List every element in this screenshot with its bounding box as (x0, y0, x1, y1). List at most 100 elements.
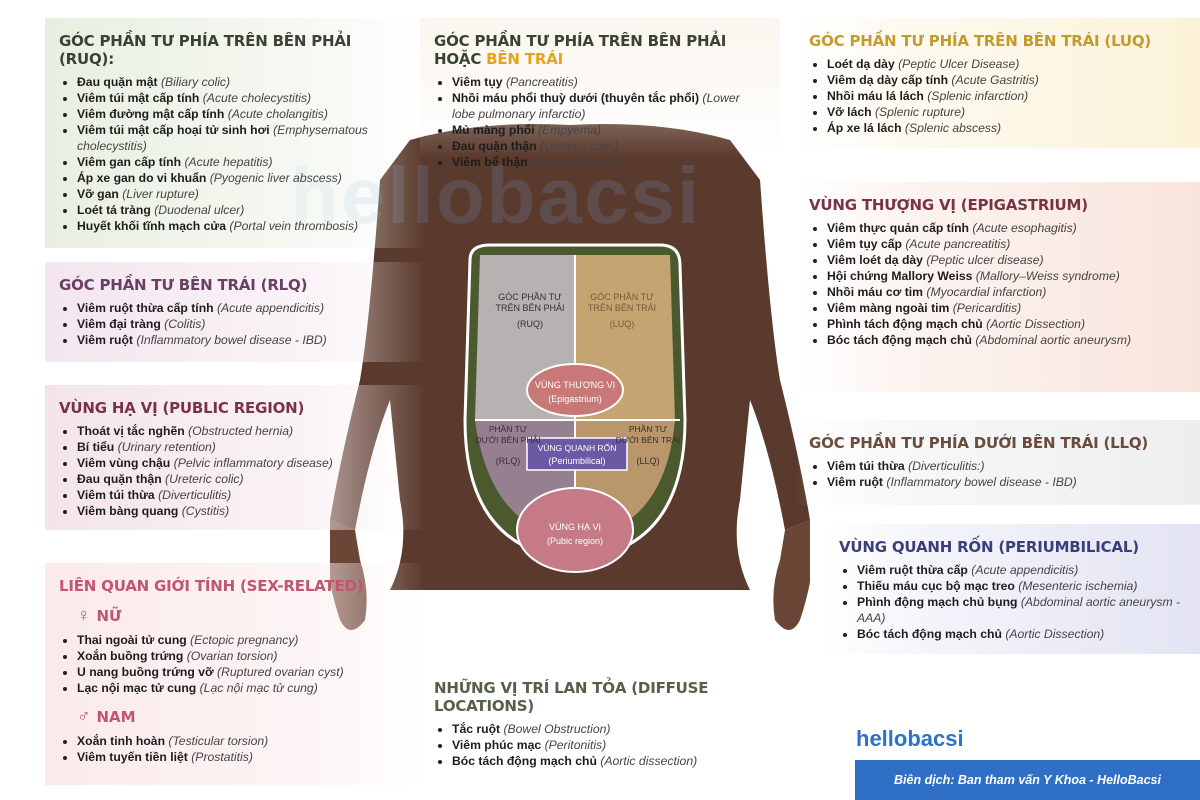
condition-name-vi: Viêm ruột thừa cấp tính (77, 301, 214, 315)
center-title-main: GÓC PHẦN TƯ PHÍA TRÊN BÊN PHẢI HOẶC (434, 32, 727, 68)
condition-name-vi: Bóc tách động mạch chủ (857, 627, 1002, 641)
condition-name-en: (Aortic dissection) (600, 754, 698, 768)
llq-label-2: DƯỚI BÊN TRÁI (616, 435, 680, 445)
condition-name-vi: Vỡ gan (77, 187, 119, 201)
condition-item: Viêm túi mật cấp hoại tử sinh hơi (Emphy… (77, 122, 411, 154)
condition-name-vi: Viêm gan cấp tính (77, 155, 182, 169)
condition-item: Thoát vị tắc nghẽn (Obstructed hernia) (77, 423, 411, 439)
female-label: NỮ (96, 606, 122, 625)
condition-name-en: (Cystitis) (181, 504, 230, 518)
condition-name-en: (Prostatitis) (191, 750, 253, 764)
llq-list: Viêm túi thừa (Diverticulitis:)Viêm ruột… (809, 458, 1186, 490)
condition-name-vi: Thoát vị tắc nghẽn (77, 424, 185, 438)
condition-name-vi: Đau quặn thận (77, 472, 162, 486)
female-icon: ♀ (77, 605, 91, 625)
epi-title: VÙNG THƯỢNG VỊ (EPIGASTRIUM) (809, 196, 1088, 214)
condition-item: Đau quặn thận (Ureteric colic) (77, 471, 411, 487)
condition-name-vi: Viêm túi thừa (77, 488, 155, 502)
condition-item: Bóc tách động mạch chủ (Aortic dissectio… (452, 753, 766, 769)
condition-name-en: (Inflammatory bowel disease - IBD) (136, 333, 327, 347)
peri-abbr: (Periumbilical) (548, 456, 605, 466)
condition-name-vi: Hội chứng Mallory Weiss (827, 269, 973, 283)
condition-name-vi: Viêm thực quản cấp tính (827, 221, 970, 235)
condition-item: Xoắn buồng trứng (Ovarian torsion) (77, 648, 411, 664)
condition-name-en: (Aortic Dissection) (1005, 627, 1105, 641)
condition-name-en: (Lower lobe pulmonary infarctio) (452, 91, 740, 121)
condition-name-en: (Diverticulitis) (158, 488, 232, 502)
condition-item: Xoắn tinh hoàn (Testicular torsion) (77, 733, 411, 749)
condition-name-vi: Thai ngoài tử cung (77, 633, 187, 647)
condition-name-vi: Thiếu máu cục bộ mạc treo (857, 579, 1015, 593)
pubic-title: VÙNG HẠ VỊ (PUBLIC REGION) (59, 399, 305, 417)
condition-name-vi: Phình tách động mạch chủ (827, 317, 983, 331)
rlq-label-1: PHẦN TƯ (489, 424, 527, 434)
condition-name-vi: Viêm vùng chậu (77, 456, 171, 470)
condition-name-en: (Portal vein thrombosis) (229, 219, 359, 233)
male-label: NAM (96, 707, 136, 726)
male-heading: ♂ NAM (77, 706, 411, 727)
condition-name-vi: Mủ màng phổi (452, 123, 535, 137)
condition-name-vi: Viêm bàng quang (77, 504, 179, 518)
condition-name-en: (Acute esophagitis) (972, 221, 1077, 235)
condition-name-en: (Splenic abscess) (904, 121, 1002, 135)
condition-name-en: (Diverticulitis:) (908, 459, 985, 473)
peri-label: VÙNG QUANH RỐN (538, 442, 617, 453)
condition-item: Đau quặn thận (Ureteric colic) (452, 138, 766, 154)
condition-item: Thiếu máu cục bộ mạc treo (Mesenteric is… (857, 578, 1186, 594)
condition-name-en: (Ureteric colic) (165, 472, 244, 486)
luq-title: GÓC PHẦN TƯ PHÍA TRÊN BÊN TRÁI (LUQ) (809, 32, 1152, 50)
condition-name-vi: Viêm loét dạ dày (827, 253, 923, 267)
condition-item: Phình động mạch chủ bụng (Abdominal aort… (857, 594, 1186, 626)
left-hand (773, 520, 810, 630)
llq-abbr: (LLQ) (636, 456, 659, 466)
condition-name-vi: Vỡ lách (827, 105, 872, 119)
condition-name-vi: Bí tiểu (77, 440, 115, 454)
hellobacsi-logo[interactable]: hellobacsi (856, 726, 964, 752)
diffuse-panel: NHỮNG VỊ TRÍ LAN TỎA (DIFFUSE LOCATIONS)… (420, 665, 780, 768)
center-title-accent: BÊN TRÁI (486, 50, 563, 68)
condition-name-en: (Acute pancreatitis) (905, 237, 1011, 251)
condition-name-en: (Ovarian torsion) (186, 649, 278, 663)
condition-item: Nhồi máu phổi thuỳ dưới (thuyên tắc phổi… (452, 90, 766, 122)
condition-item: Bóc tách động mạch chủ (Aortic Dissectio… (857, 626, 1186, 642)
condition-name-vi: Viêm phúc mạc (452, 738, 542, 752)
abdomen-figure: GÓC PHẦN TƯ TRÊN BÊN PHẢI (RUQ) GÓC PHẦN… (330, 124, 810, 630)
condition-name-en: (Mallory–Weiss syndrome) (975, 269, 1120, 283)
condition-item: Viêm tụy (Pancreatitis) (452, 74, 766, 90)
condition-name-vi: Viêm ruột (77, 333, 133, 347)
female-list: Thai ngoài tử cung (Ectopic pregnancy)Xo… (59, 632, 411, 696)
condition-name-en: (Acute cholecystitis) (202, 91, 312, 105)
condition-name-vi: U nang buồng trứng vỡ (77, 665, 214, 679)
diffuse-list: Tắc ruột (Bowel Obstruction)Viêm phúc mạ… (434, 721, 766, 769)
condition-name-en: (Peptic ulcer disease) (926, 253, 1044, 267)
condition-item: Tắc ruột (Bowel Obstruction) (452, 721, 766, 737)
condition-item: Viêm ruột thừa cấp tính (Acute appendici… (77, 300, 411, 316)
luq-list: Loét dạ dày (Peptic Ulcer Disease)Viêm d… (809, 56, 1186, 136)
condition-name-vi: Viêm túi mật cấp tính (77, 91, 200, 105)
center-title: GÓC PHẦN TƯ PHÍA TRÊN BÊN PHẢI HOẶC BÊN … (434, 32, 766, 68)
diffuse-title: NHỮNG VỊ TRÍ LAN TỎA (DIFFUSE LOCATIONS) (434, 679, 709, 715)
condition-name-en: (Bowel Obstruction) (503, 722, 611, 736)
condition-name-vi: Viêm túi thừa (827, 459, 905, 473)
luq-label-2: TRÊN BÊN TRÁI (588, 303, 656, 313)
pubic-abbr: (Pubic region) (547, 536, 603, 546)
condition-item: Hội chứng Mallory Weiss (Mallory–Weiss s… (827, 268, 1186, 284)
pubic-panel: VÙNG HẠ VỊ (PUBLIC REGION) Thoát vị tắc … (45, 385, 425, 530)
condition-name-en: (Ectopic pregnancy) (190, 633, 299, 647)
condition-item: Viêm đường mật cấp tính (Acute cholangit… (77, 106, 411, 122)
condition-item: Viêm vùng chậu (Pelvic inflammatory dise… (77, 455, 411, 471)
condition-name-en: (Splenic infarction) (927, 89, 1029, 103)
condition-name-en: (Testicular torsion) (168, 734, 269, 748)
condition-name-en: (Pyelonephritis) (531, 155, 616, 169)
luq-label-1: GÓC PHẦN TƯ (590, 292, 654, 302)
condition-name-en: (Empyema) (537, 123, 601, 137)
condition-name-vi: Nhồi máu lá lách (827, 89, 924, 103)
credit-text: Biên dịch: Ban tham vấn Y Khoa - HelloBa… (894, 773, 1161, 787)
peri-list: Viêm ruột thừa cấp (Acute appendicitis)T… (839, 562, 1186, 642)
condition-name-vi: Viêm túi mật cấp hoại tử sinh hơi (77, 123, 270, 137)
condition-item: Viêm thực quản cấp tính (Acute esophagit… (827, 220, 1186, 236)
condition-name-vi: Huyết khối tĩnh mạch cửa (77, 219, 227, 233)
condition-item: Bóc tách động mạch chủ (Abdominal aortic… (827, 332, 1186, 348)
condition-item: Loét tá tràng (Duodenal ulcer) (77, 202, 411, 218)
condition-item: Nhồi máu lá lách (Splenic infarction) (827, 88, 1186, 104)
